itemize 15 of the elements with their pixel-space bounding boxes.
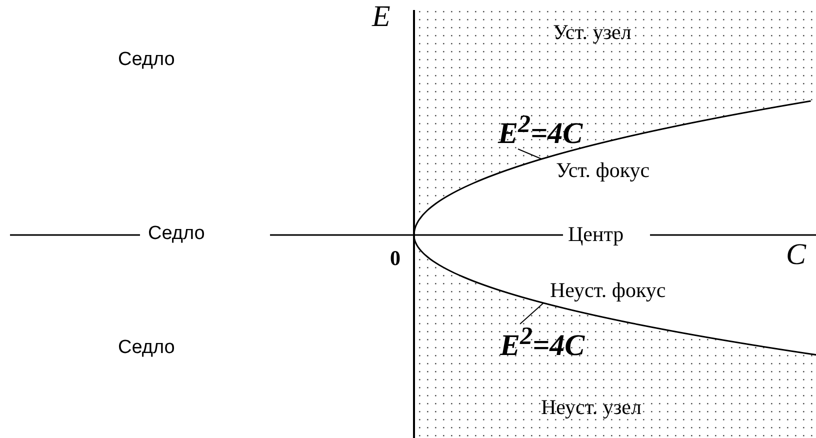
region-label: Седло (118, 338, 175, 357)
axis-label: E (372, 2, 390, 32)
leader-line (520, 302, 544, 324)
region-label: Седло (118, 50, 175, 69)
region-label: Седло (148, 224, 205, 243)
axis-label: C (786, 240, 806, 270)
region-label: Уст. фокус (556, 160, 650, 181)
formula-label: E$^{2}$=4C (498, 112, 583, 149)
region-label: Центр (568, 224, 624, 245)
region-label: Неуст. узел (541, 397, 642, 418)
region-label: Уст. узел (553, 22, 632, 43)
leader-line (518, 148, 542, 160)
formula-label: E$^{2}$=4C (500, 324, 585, 361)
origin-label: 0 (390, 248, 400, 269)
region-label: Неуст. фокус (550, 280, 666, 301)
